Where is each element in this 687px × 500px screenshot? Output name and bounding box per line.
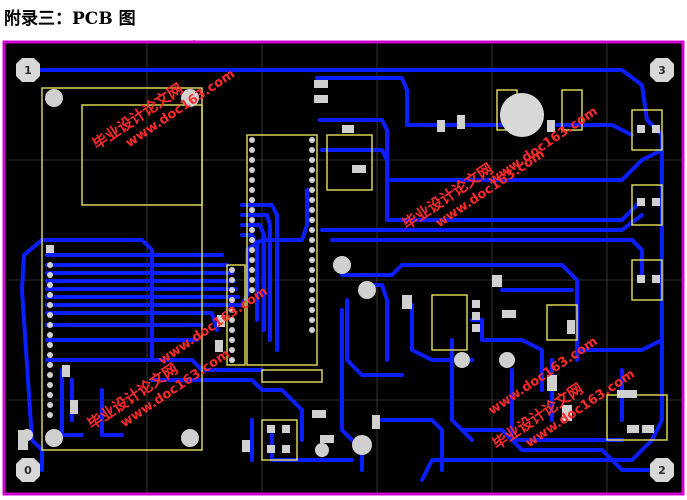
corner-mark-3-label: 3 bbox=[658, 64, 666, 77]
smd-pads bbox=[62, 80, 660, 453]
corner-mark-1: 1 bbox=[16, 58, 40, 82]
mcu-pins bbox=[249, 137, 315, 333]
lcd-footprint bbox=[41, 87, 203, 451]
corner-mark-0-label: 0 bbox=[24, 464, 32, 477]
corner-mark-1-label: 1 bbox=[24, 64, 32, 77]
pcb-layout: 1 3 0 2 毕业设计论文网 www.doc163.com www.doc16… bbox=[2, 40, 685, 496]
lcd-connector-pins bbox=[46, 245, 235, 418]
page-title: 附录三：PCB 图 bbox=[4, 9, 136, 29]
corner-mark-2-label: 2 bbox=[658, 464, 666, 477]
mounting-holes: 1 3 0 2 bbox=[16, 58, 674, 482]
mcu-footprint bbox=[246, 134, 318, 366]
corner-mark-0: 0 bbox=[16, 458, 40, 482]
silkscreen bbox=[41, 87, 668, 461]
pads bbox=[18, 89, 544, 457]
corner-mark-2: 2 bbox=[650, 458, 674, 482]
corner-mark-3: 3 bbox=[650, 58, 674, 82]
pcb-board: 1 3 0 2 毕业设计论文网 www.doc163.com www.doc16… bbox=[2, 40, 685, 496]
